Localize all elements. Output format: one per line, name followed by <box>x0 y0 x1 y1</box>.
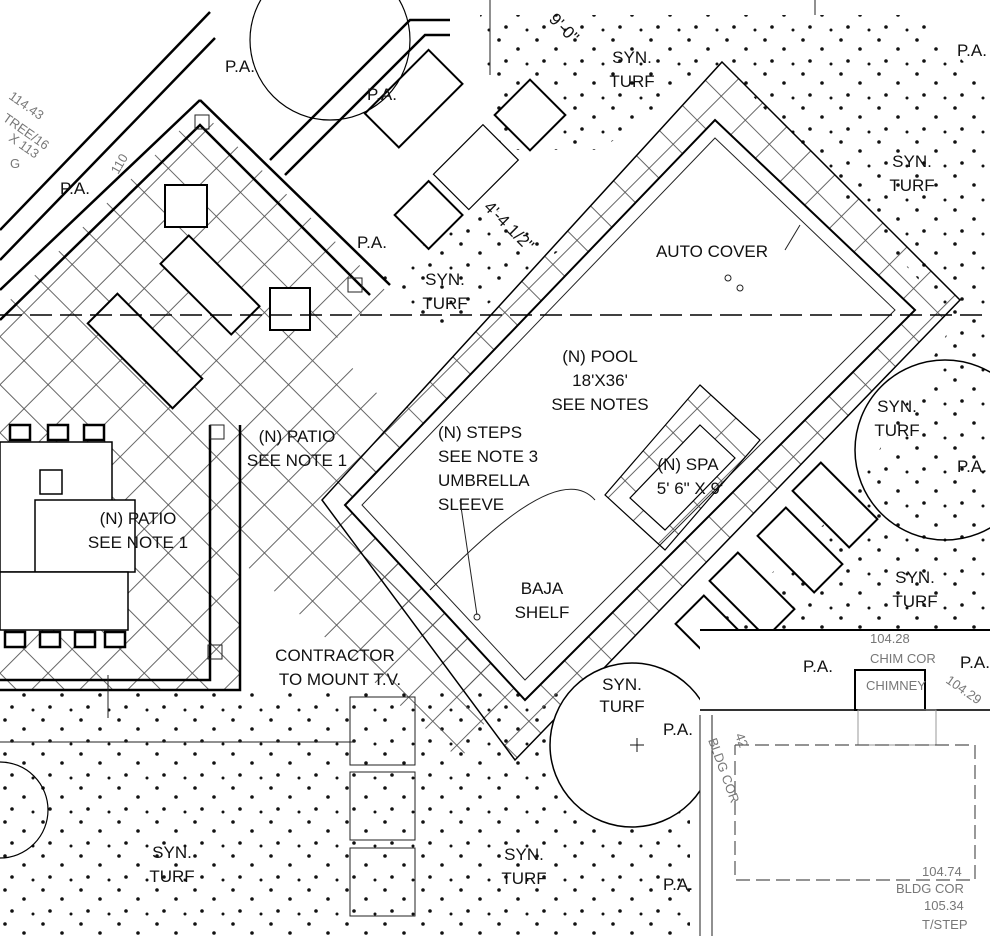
svg-text:SHELF: SHELF <box>515 603 570 622</box>
building <box>699 629 990 936</box>
label-pool: (N) POOL 18'X36' SEE NOTES <box>551 347 648 414</box>
svg-text:SYN.: SYN. <box>425 270 465 289</box>
svg-text:TURF: TURF <box>599 697 644 716</box>
label-contractor-tv: CONTRACTOR TO MOUNT T.V. <box>275 646 401 689</box>
svg-text:BAJA: BAJA <box>521 579 564 598</box>
label-pa: P.A. <box>960 653 990 672</box>
label-pa: P.A. <box>957 41 987 60</box>
svg-text:CONTRACTOR: CONTRACTOR <box>275 646 395 665</box>
label-pa: P.A. <box>225 57 255 76</box>
label-syn-turf: SYN. TURF <box>599 675 644 716</box>
svg-text:(N) PATIO: (N) PATIO <box>259 427 336 446</box>
svg-text:(N) PATIO: (N) PATIO <box>100 509 177 528</box>
chim-cor-label: CHIM COR <box>870 651 936 666</box>
svg-text:SEE NOTE 3: SEE NOTE 3 <box>438 447 538 466</box>
patio-furniture <box>0 48 567 649</box>
svg-text:TURF: TURF <box>609 72 654 91</box>
svg-text:UMBRELLA: UMBRELLA <box>438 471 530 490</box>
svg-text:(N) SPA: (N) SPA <box>657 455 719 474</box>
svg-text:TURF: TURF <box>889 176 934 195</box>
label-auto-cover: AUTO COVER <box>656 242 768 261</box>
label-chimney: CHIMNEY <box>866 678 926 693</box>
bldg-cor-label: BLDG COR <box>896 881 964 896</box>
drawing-labels: P.A. P.A. P.A. P.A. P.A. P.A. P.A. P.A. … <box>0 9 990 932</box>
stepping-stones <box>349 696 416 917</box>
svg-text:(N) POOL: (N) POOL <box>562 347 638 366</box>
label-syn-turf: SYN. TURF <box>501 845 546 888</box>
svg-text:SLEEVE: SLEEVE <box>438 495 504 514</box>
label-pa: P.A. <box>663 720 693 739</box>
svg-text:TURF: TURF <box>892 592 937 611</box>
bldg-cor-elevation: 104.74 <box>922 864 962 879</box>
svg-text:(N) STEPS: (N) STEPS <box>438 423 522 442</box>
pool <box>0 60 990 762</box>
t-step-elevation: 105.34 <box>924 898 964 913</box>
leader-lines <box>0 0 816 743</box>
svg-text:SYN.: SYN. <box>612 48 652 67</box>
t-step-label: T/STEP <box>922 917 968 932</box>
svg-text:SYN.: SYN. <box>152 843 192 862</box>
label-syn-turf: SYN. TURF <box>874 397 919 440</box>
label-spa: (N) SPA 5' 6" X 9' <box>657 455 723 498</box>
svg-text:SEE NOTE 1: SEE NOTE 1 <box>88 533 188 552</box>
label-baja-shelf: BAJA SHELF <box>515 579 570 622</box>
label-pa: P.A. <box>957 457 987 476</box>
svg-text:SYN.: SYN. <box>602 675 642 694</box>
svg-text:TO MOUNT T.V.: TO MOUNT T.V. <box>279 670 401 689</box>
label-patio: (N) PATIO SEE NOTE 1 <box>247 427 347 470</box>
label-pa: P.A. <box>367 85 397 104</box>
svg-text:18'X36': 18'X36' <box>572 371 628 390</box>
chim-cor-elevation: 104.28 <box>870 631 910 646</box>
svg-text:SYN.: SYN. <box>877 397 917 416</box>
svg-text:SYN.: SYN. <box>892 152 932 171</box>
svg-text:SEE NOTE 1: SEE NOTE 1 <box>247 451 347 470</box>
label-syn-turf: SYN. TURF <box>422 270 467 313</box>
label-pa: P.A. <box>60 179 90 198</box>
label-syn-turf: SYN. TURF <box>609 48 654 91</box>
label-syn-turf: SYN. TURF <box>892 568 937 611</box>
svg-text:SEE NOTES: SEE NOTES <box>551 395 648 414</box>
svg-text:SYN.: SYN. <box>504 845 544 864</box>
label-syn-turf: SYN. TURF <box>149 843 194 886</box>
label-syn-turf: SYN. TURF <box>889 152 934 195</box>
svg-text:TURF: TURF <box>149 867 194 886</box>
label-patio: (N) PATIO SEE NOTE 1 <box>88 509 188 552</box>
svg-text:5' 6" X 9': 5' 6" X 9' <box>657 479 723 498</box>
label-g: G <box>10 156 20 171</box>
label-pa: P.A. <box>663 875 693 894</box>
svg-text:TURF: TURF <box>501 869 546 888</box>
svg-text:TURF: TURF <box>874 421 919 440</box>
label-pa: P.A. <box>803 657 833 676</box>
svg-text:SYN.: SYN. <box>895 568 935 587</box>
bldg-cor-left-elevation: 42 <box>732 731 751 750</box>
svg-text:TURF: TURF <box>422 294 467 313</box>
label-steps: (N) STEPS SEE NOTE 3 UMBRELLA SLEEVE <box>438 423 538 514</box>
label-pa: P.A. <box>357 233 387 252</box>
contour-110: 110 <box>108 151 131 176</box>
